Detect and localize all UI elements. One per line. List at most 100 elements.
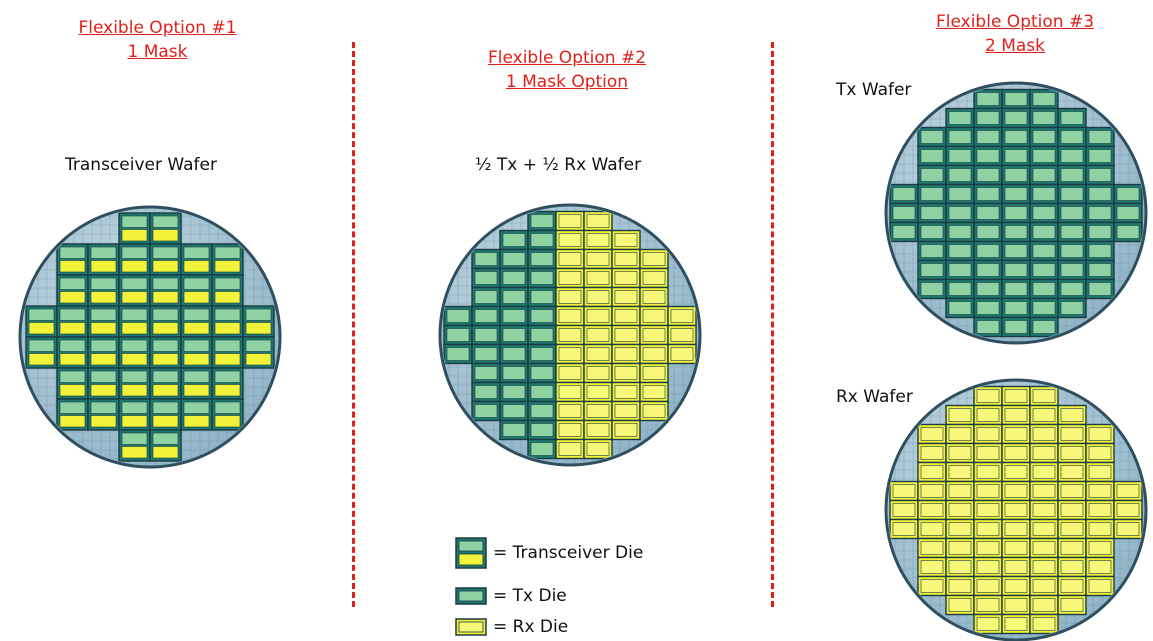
tx-die <box>1085 240 1115 262</box>
tx-die <box>917 145 947 167</box>
rx-die <box>973 594 1003 616</box>
rx-die <box>1029 442 1059 464</box>
transceiver-die <box>56 367 89 400</box>
rx-die <box>917 423 947 445</box>
transceiver-die <box>56 305 89 338</box>
tx-die <box>1085 278 1115 300</box>
transceiver-die <box>149 212 182 245</box>
tx-die <box>1029 202 1059 224</box>
tx-die <box>917 183 947 205</box>
transceiver-die <box>180 398 213 431</box>
tx-die <box>889 221 919 243</box>
tx-die <box>1001 297 1031 319</box>
tx-die <box>1001 145 1031 167</box>
transceiver-die <box>242 336 275 369</box>
rx-die <box>583 286 613 308</box>
rx-die <box>917 518 947 540</box>
transceiver-die <box>211 398 244 431</box>
rx-die <box>973 518 1003 540</box>
tx-die <box>1085 202 1115 224</box>
rx-die <box>555 324 585 346</box>
tx-die <box>1029 88 1059 110</box>
rx-die <box>611 267 641 289</box>
tx-die <box>973 240 1003 262</box>
tx-die <box>1029 240 1059 262</box>
transceiver-die <box>56 243 89 276</box>
transceiver-die <box>25 305 58 338</box>
tx-die <box>1057 202 1087 224</box>
tx-die <box>1113 202 1143 224</box>
option1-title-line1: Flexible Option #1 <box>78 18 237 38</box>
rx-die <box>583 400 613 422</box>
tx-die <box>471 381 501 403</box>
legend-transceiver: = Transceiver Die <box>455 537 643 569</box>
tx-die <box>527 210 557 232</box>
tx-die <box>1029 297 1059 319</box>
rx-die <box>1001 442 1031 464</box>
tx-die <box>527 381 557 403</box>
tx-die <box>1029 126 1059 148</box>
rx-die <box>611 305 641 327</box>
rx-die <box>667 305 697 327</box>
rx-die <box>1057 499 1087 521</box>
rx-die <box>1085 499 1115 521</box>
tx-die <box>945 259 975 281</box>
transceiver-die <box>56 398 89 431</box>
rx-die <box>973 613 1003 635</box>
rx-die <box>611 343 641 365</box>
tx-die <box>527 343 557 365</box>
rx-die <box>639 305 669 327</box>
tx-die <box>527 267 557 289</box>
tx-die <box>973 259 1003 281</box>
tx-die <box>973 126 1003 148</box>
tx-die <box>471 400 501 422</box>
legend-tx: = Tx Die <box>455 586 567 606</box>
rx-die <box>583 305 613 327</box>
rx-die <box>667 324 697 346</box>
transceiver-die <box>242 305 275 338</box>
tx-die <box>1029 107 1059 129</box>
rx-die <box>889 480 919 502</box>
transceiver-die <box>180 274 213 307</box>
rx-die <box>639 400 669 422</box>
tx-die <box>917 221 947 243</box>
rx-die <box>1001 594 1031 616</box>
transceiver-die <box>118 367 151 400</box>
tx-die <box>1113 221 1143 243</box>
tx-die <box>945 126 975 148</box>
rx-die <box>1057 442 1087 464</box>
tx-die <box>917 126 947 148</box>
legend-tx-text: = Tx Die <box>493 586 567 606</box>
rx-die <box>973 575 1003 597</box>
tx-die <box>973 164 1003 186</box>
option3-title-line1: Flexible Option #3 <box>935 12 1095 32</box>
rx-die <box>945 537 975 559</box>
rx-die <box>639 324 669 346</box>
rx-die <box>1001 575 1031 597</box>
tx-die <box>945 107 975 129</box>
rx-die <box>973 461 1003 483</box>
transceiver-die <box>87 274 120 307</box>
transceiver-die <box>118 398 151 431</box>
tx-die <box>973 145 1003 167</box>
transceiver-die <box>118 243 151 276</box>
transceiver-die <box>118 336 151 369</box>
half-tx-half-rx-wafer <box>438 203 702 467</box>
tx-die <box>945 164 975 186</box>
rx-die <box>973 385 1003 407</box>
transceiver-die <box>149 367 182 400</box>
rx-die <box>555 438 585 460</box>
tx-die <box>1057 107 1087 129</box>
tx-die <box>1057 221 1087 243</box>
tx-die <box>917 278 947 300</box>
rx-die <box>1029 518 1059 540</box>
rx-die <box>1057 594 1087 616</box>
rx-die <box>583 210 613 232</box>
tx-wafer <box>884 81 1148 345</box>
rx-die <box>611 248 641 270</box>
option1-title: Flexible Option #1 1 Mask <box>50 16 265 64</box>
option3-title-line2: 2 Mask <box>984 36 1045 56</box>
rx-die <box>555 248 585 270</box>
tx-die <box>471 248 501 270</box>
rx-die <box>555 210 585 232</box>
